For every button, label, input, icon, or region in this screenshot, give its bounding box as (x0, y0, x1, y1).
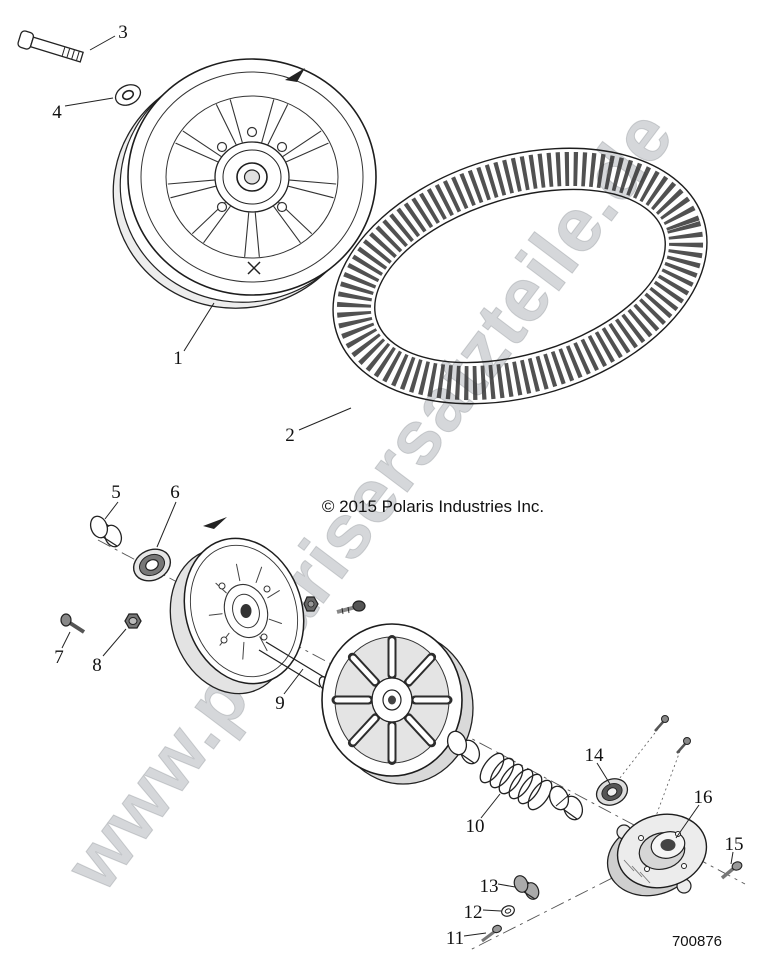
leader-line (497, 883, 516, 888)
callout-2: 2 (285, 425, 295, 446)
leader-line (596, 762, 611, 785)
flange-hatching (623, 859, 651, 884)
mount-bolt (481, 924, 502, 943)
leader-line (283, 668, 304, 695)
callout-16: 16 (694, 787, 713, 808)
screw-dotted-lines (615, 728, 681, 817)
flange-bolt (720, 861, 743, 880)
callout-labels: 1 2 3 4 5 6 7 8 9 10 11 12 13 14 15 16 (52, 22, 743, 949)
leader-line (89, 35, 116, 51)
flat-washer (501, 905, 515, 917)
ball-bearing (132, 548, 172, 582)
belt-teeth (336, 151, 704, 401)
roller-cap (446, 730, 481, 765)
callout-8: 8 (92, 655, 102, 676)
leader-line (102, 628, 127, 657)
sheave-nut (303, 596, 319, 612)
callout-9: 9 (275, 693, 285, 714)
driven-clutch-pulley (112, 58, 377, 309)
figure-number: 700876 (672, 933, 722, 950)
hub-bolt-hole (276, 141, 288, 153)
leader-lines (61, 35, 734, 937)
pointer-arrow (203, 517, 227, 529)
spacer (513, 875, 540, 900)
hub-bolt-hole (276, 201, 288, 213)
drive-belt (332, 147, 708, 405)
axis-centerlines (97, 539, 746, 951)
callout-12: 12 (464, 902, 483, 923)
callout-14: 14 (585, 745, 605, 766)
leader-line (482, 909, 502, 912)
clutch-bolt (17, 30, 84, 63)
sheave-bolt (336, 600, 366, 615)
callout-1: 1 (173, 348, 183, 369)
leader-line (298, 407, 352, 431)
callout-10: 10 (466, 816, 485, 837)
copyright-text: © 2015 Polaris Industries Inc. (322, 497, 544, 516)
leader-line (61, 631, 71, 649)
screw (60, 613, 86, 634)
leader-line (183, 302, 215, 352)
set-screw (654, 715, 669, 732)
callout-6: 6 (170, 482, 180, 503)
hub-flange (606, 813, 708, 897)
clutch-spring (479, 752, 553, 811)
leader-line (730, 851, 734, 865)
callout-15: 15 (725, 834, 744, 855)
leader-line (675, 804, 700, 839)
hub-bearing (595, 778, 629, 806)
callout-11: 11 (446, 928, 464, 949)
lock-nut (124, 613, 142, 629)
callout-4: 4 (52, 102, 62, 123)
hub-bolt-hole (216, 141, 228, 153)
leader-line (104, 501, 119, 520)
washer (114, 84, 142, 106)
sheave-spokes (334, 638, 450, 762)
callout-3: 3 (118, 22, 128, 43)
direction-arrow (285, 68, 305, 82)
fastener-axis-centerline (469, 865, 637, 951)
leader-line (64, 97, 114, 107)
hub-bolt-hole (216, 201, 228, 213)
leader-line (480, 793, 501, 819)
helix-cam (548, 785, 584, 821)
bushing (89, 515, 123, 548)
callout-5: 5 (111, 482, 121, 503)
leader-line (463, 932, 487, 937)
callout-13: 13 (480, 876, 499, 897)
leader-line (156, 501, 177, 548)
set-screw (676, 737, 691, 754)
x-mark (247, 261, 261, 275)
callout-7: 7 (54, 647, 64, 668)
hub-bolt-hole (246, 126, 258, 138)
movable-sheave (321, 623, 474, 785)
